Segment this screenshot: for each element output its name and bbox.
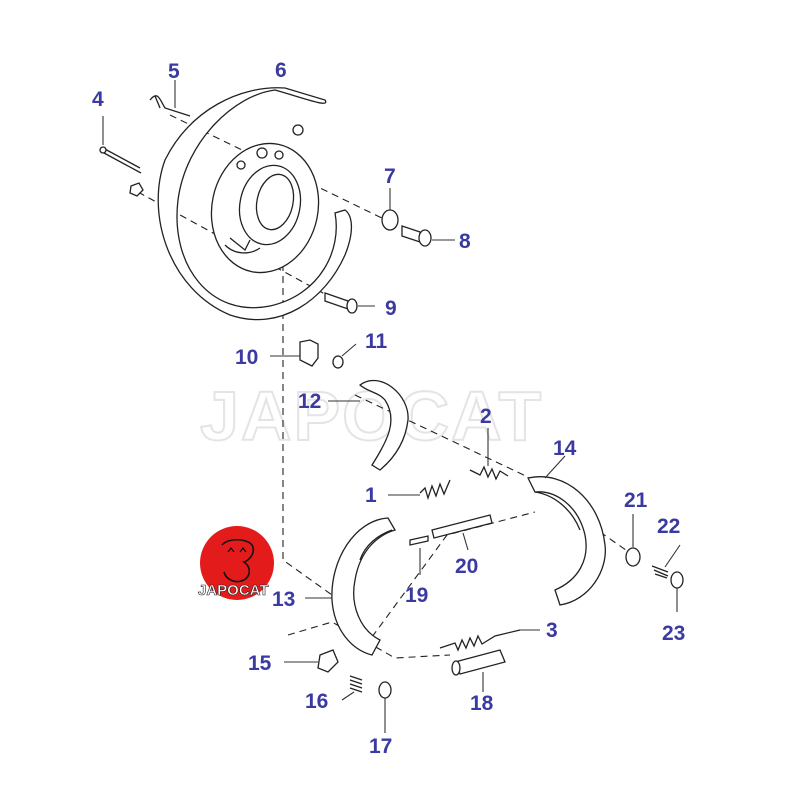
callout-8: 8 [459, 230, 471, 253]
spring-3 [439, 629, 540, 652]
callout-18: 18 [470, 692, 494, 715]
spring-1 [388, 479, 451, 501]
callout-1: 1 [365, 484, 377, 507]
long-bolt [324, 292, 375, 314]
callout-4: 4 [92, 88, 104, 111]
callout-16: 16 [305, 690, 328, 713]
callout-7: 7 [384, 165, 396, 188]
spring-2 [469, 428, 509, 481]
callout-17: 17 [369, 735, 392, 758]
callout-23: 23 [662, 622, 685, 645]
backing-plate [157, 87, 353, 321]
adjuster-strut [431, 514, 493, 551]
hold-down-parts-left [284, 649, 392, 733]
wire-clip [149, 80, 191, 117]
callout-10: 10 [235, 346, 258, 369]
brake-shoe-14 [527, 455, 606, 606]
callout-20: 20 [455, 555, 478, 578]
pin-bolt [99, 116, 144, 197]
callout-12: 12 [298, 390, 321, 413]
callout-6: 6 [275, 59, 287, 82]
washer-and-bolt [381, 188, 455, 247]
callout-22: 22 [657, 515, 680, 538]
japocat-logo: JAPOCAT [198, 526, 274, 600]
callout-21: 21 [624, 489, 648, 512]
callout-5: 5 [168, 60, 180, 83]
logo-cat-icon [221, 538, 255, 583]
callout-14: 14 [553, 437, 577, 460]
callout-labels: 1 2 3 4 5 6 7 8 9 10 11 12 13 14 15 16 1… [92, 59, 685, 758]
wheel-cylinder [451, 649, 506, 692]
callout-9: 9 [385, 297, 397, 320]
callout-19: 19 [405, 584, 428, 607]
logo-text: JAPOCAT [198, 582, 269, 599]
callout-3: 3 [546, 619, 558, 642]
brake-shoe-13 [305, 517, 396, 656]
logo-circle [200, 526, 274, 600]
callout-13: 13 [272, 588, 295, 611]
callout-15: 15 [248, 652, 272, 675]
retainer-clip [270, 339, 357, 369]
callout-2: 2 [480, 405, 492, 428]
parking-lever [328, 379, 409, 471]
hold-down-parts-right [625, 514, 684, 612]
callout-11: 11 [365, 330, 388, 353]
spring-19 [409, 535, 429, 575]
